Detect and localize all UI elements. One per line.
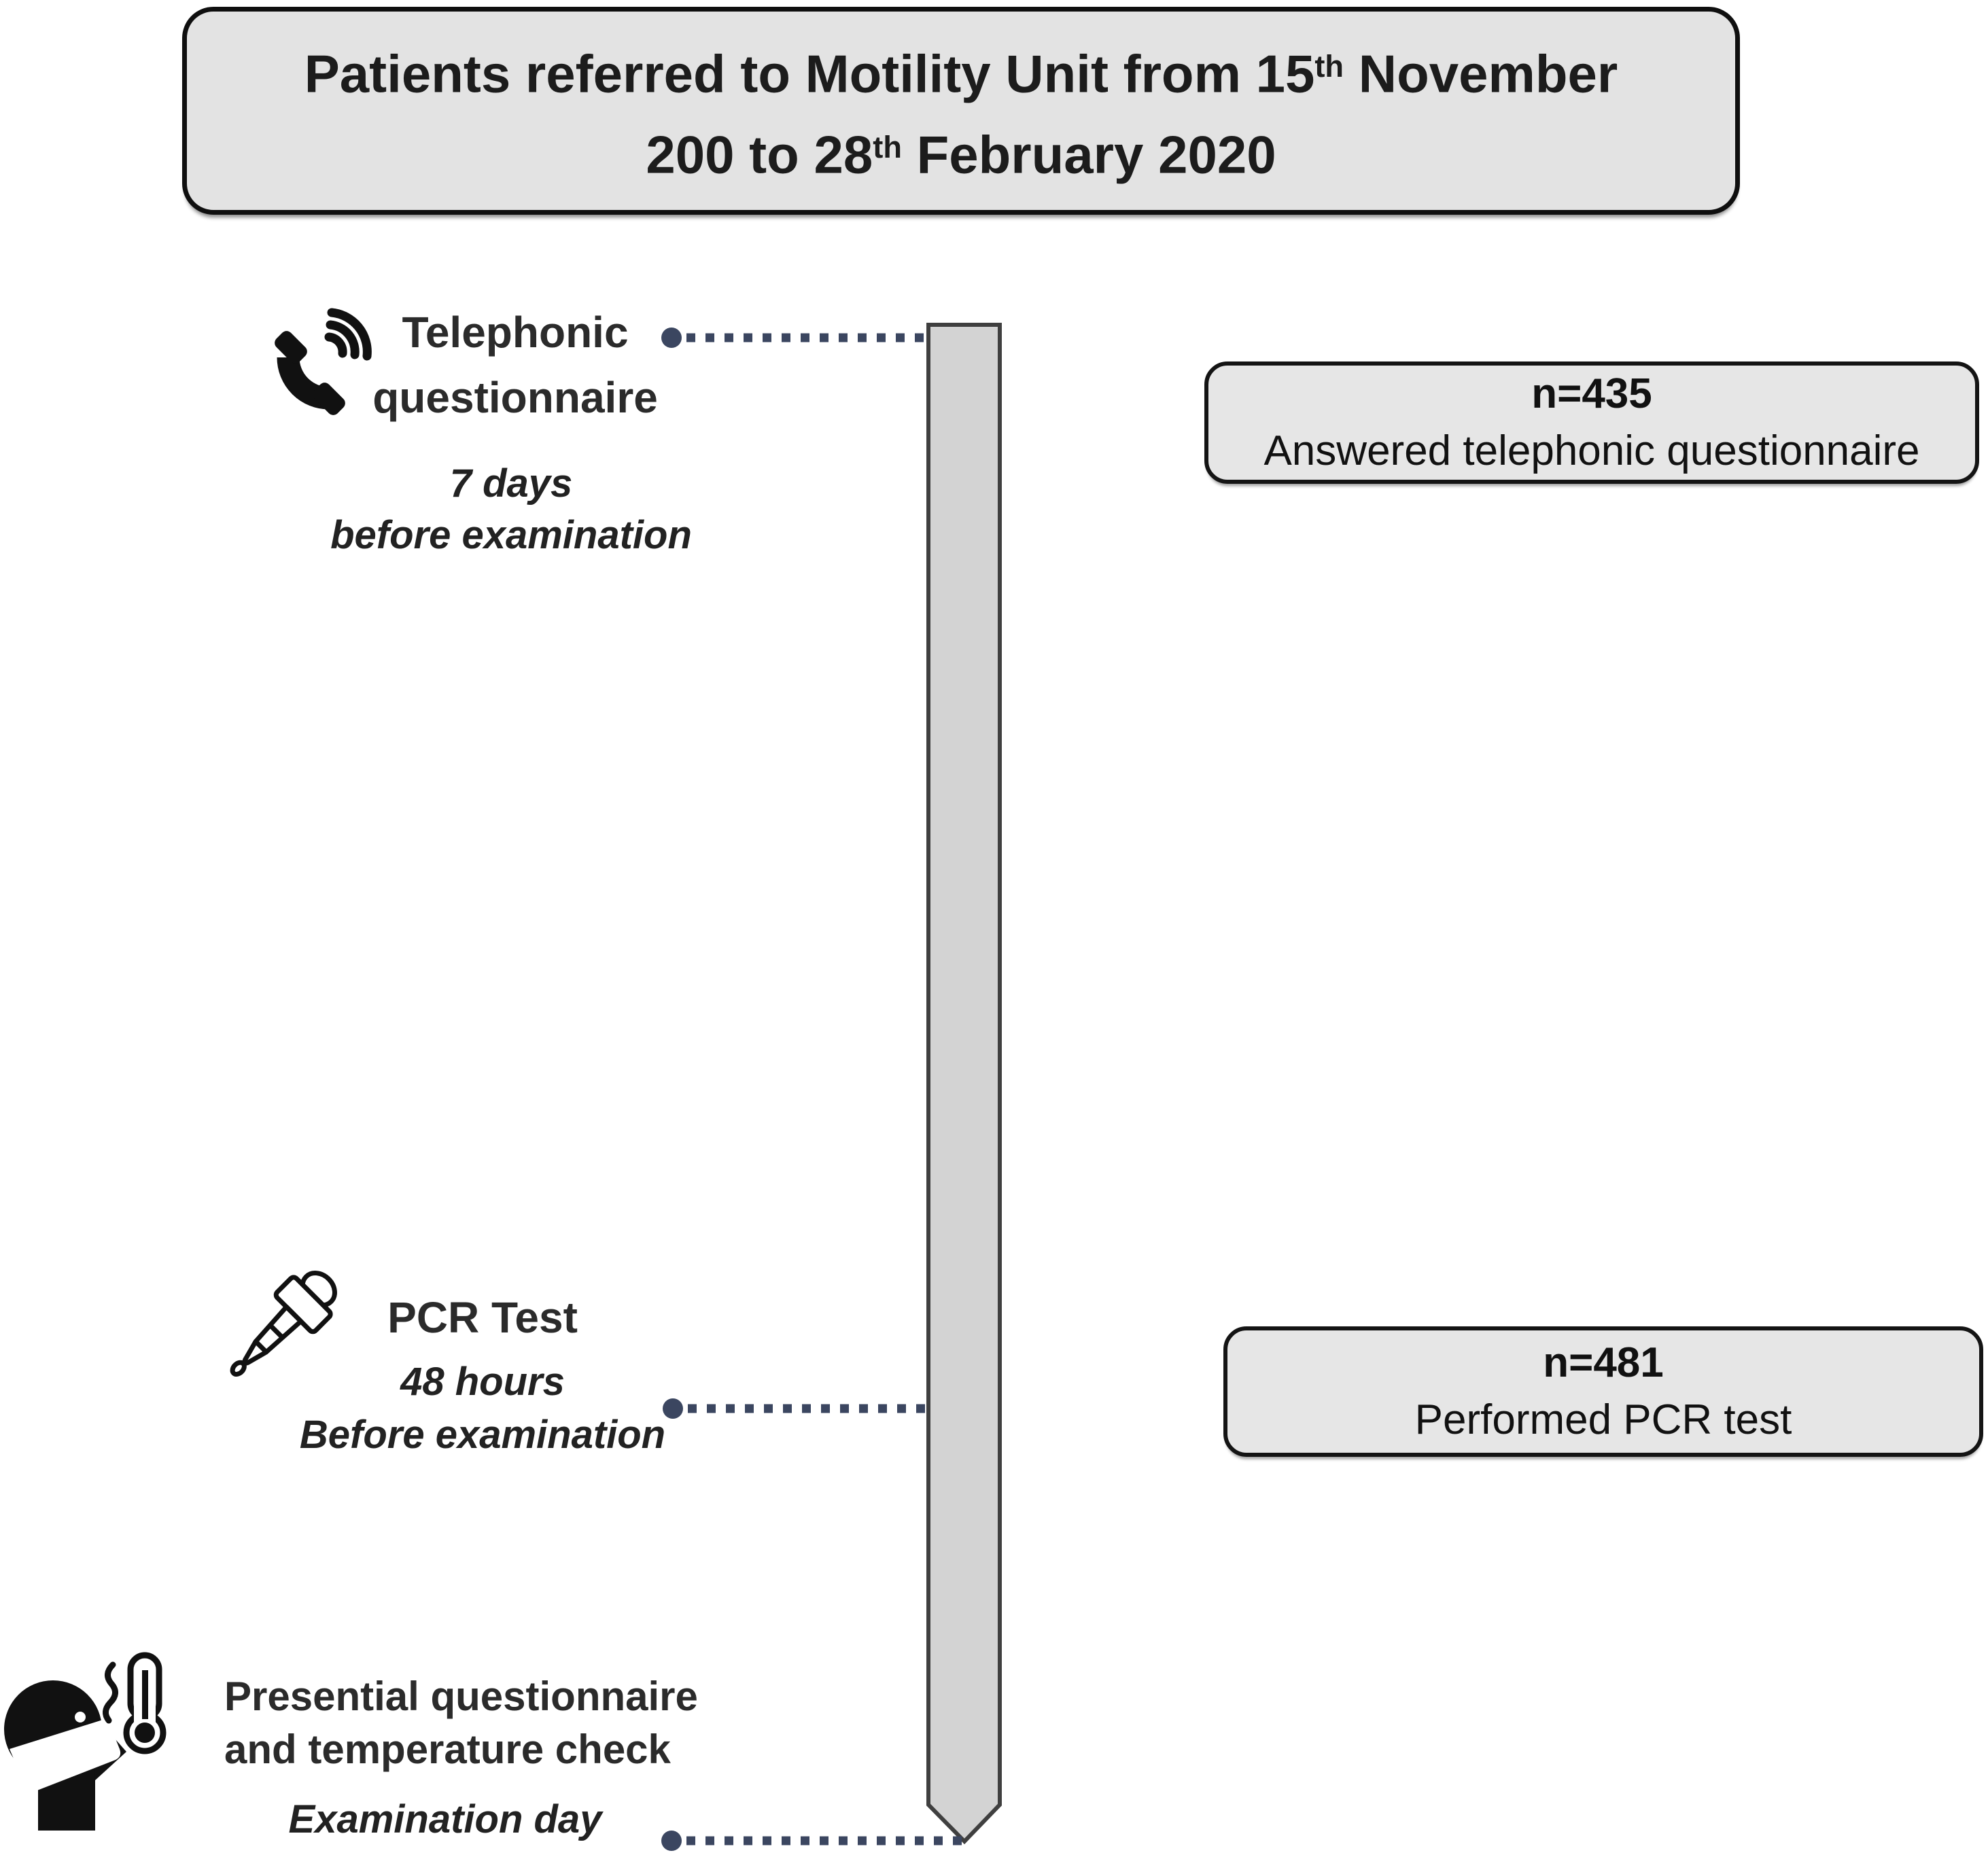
step-pcr-time-line1: 48 hours	[400, 1360, 565, 1404]
connector-dotted-line-telephonic	[661, 328, 934, 348]
step-telephonic-label-line2: questionnaire	[372, 373, 658, 422]
step-pcr-time-line2: Before examination	[299, 1413, 666, 1457]
connector-dotted-line-pcr	[663, 1398, 935, 1419]
step-presential-time: Examination day	[288, 1797, 602, 1841]
title-line-1: Patients referred to Motility Unit from …	[304, 44, 1618, 104]
step-telephonic-label-line1: Telephonic	[402, 308, 629, 357]
result-box-pcr: n=481 Performed PCR test	[1223, 1326, 1983, 1457]
result-description: Performed PCR test	[1414, 1396, 1792, 1443]
connector-dot	[661, 1831, 682, 1851]
superscript-th: th	[1314, 49, 1344, 84]
step-presential-label-line1: Presential questionnaire	[224, 1674, 698, 1719]
phone-icon	[275, 308, 372, 415]
step-presential-label-line2: and temperature check	[224, 1727, 671, 1772]
connector-dot	[663, 1398, 683, 1419]
timeline-arrow-bar	[926, 323, 1002, 1845]
result-count: n=435	[1531, 370, 1652, 417]
connector-dot	[661, 328, 682, 348]
step-telephonic-time-line1: 7 days	[449, 461, 573, 506]
result-count: n=481	[1543, 1339, 1664, 1386]
result-box-telephonic: n=435 Answered telephonic questionnaire	[1204, 361, 1979, 484]
result-description: Answered telephonic questionnaire	[1263, 427, 1920, 474]
title-line-2: 200 to 28th February 2020	[646, 124, 1276, 185]
pipette-icon	[230, 1271, 337, 1377]
step-pcr-label: PCR Test	[387, 1293, 578, 1342]
title-box: Patients referred to Motility Unit from …	[182, 7, 1740, 215]
masked-face-thermometer-icon	[4, 1652, 167, 1831]
superscript-th: th	[873, 130, 902, 164]
connector-dotted-line-examination	[661, 1831, 965, 1851]
step-telephonic-time-line2: before examination	[330, 513, 692, 557]
